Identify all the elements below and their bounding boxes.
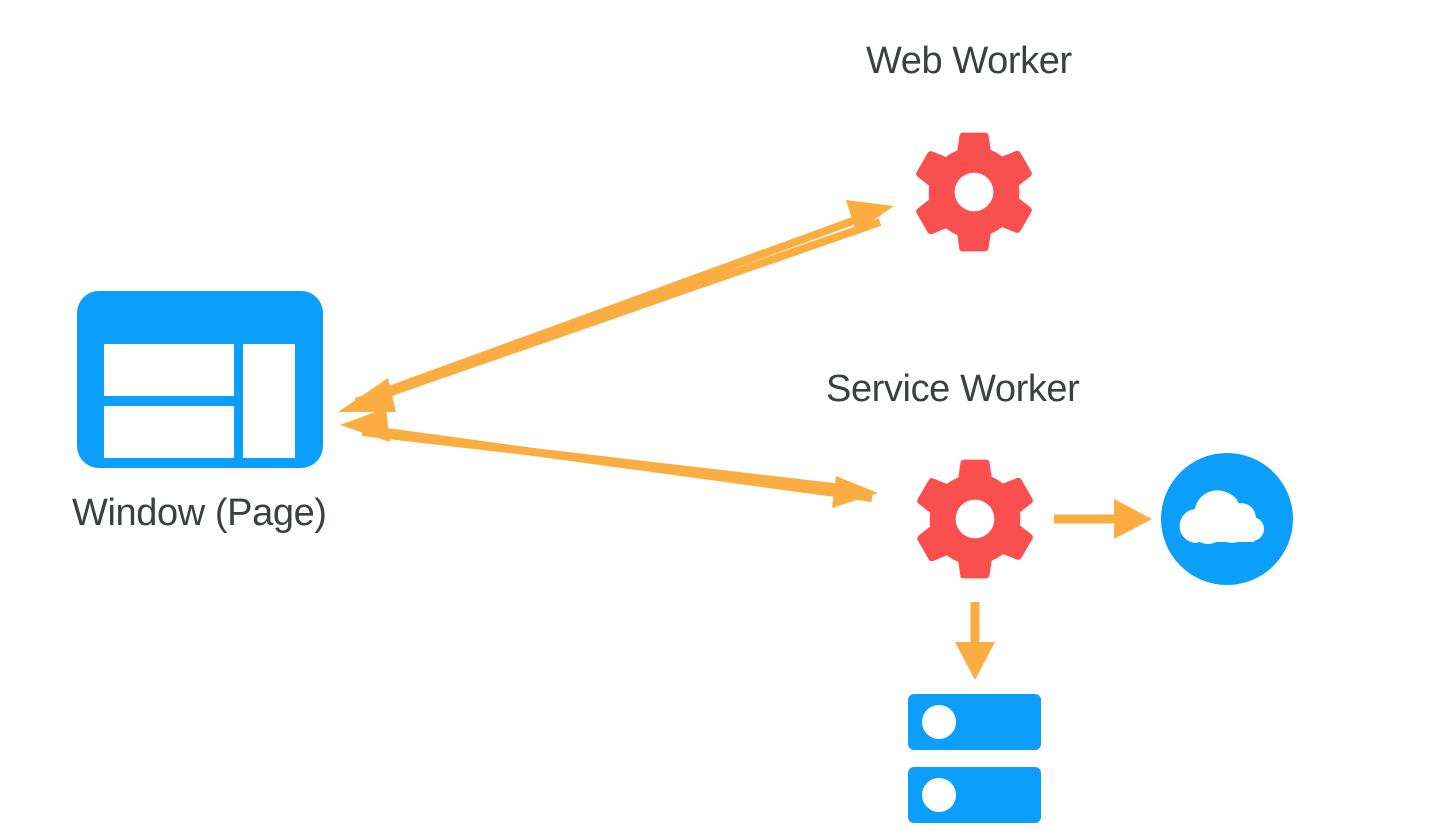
database-icon[interactable]	[908, 694, 1041, 823]
edge-service-worker-to-cloud	[1054, 499, 1152, 539]
label-service-worker: Service Worker	[826, 368, 1080, 410]
edge-service-worker-to-storage	[955, 602, 995, 680]
window-icon[interactable]	[77, 291, 323, 468]
edge-web-worker-to-window	[338, 218, 882, 412]
label-web-worker: Web Worker	[866, 40, 1072, 82]
cloud-icon[interactable]	[1161, 453, 1293, 585]
gear-icon-service-worker[interactable]	[917, 459, 1033, 579]
gear-icon-web-worker[interactable]	[916, 132, 1032, 252]
edge-service-worker-to-window	[340, 408, 873, 502]
label-window-page: Window (Page)	[72, 492, 327, 534]
